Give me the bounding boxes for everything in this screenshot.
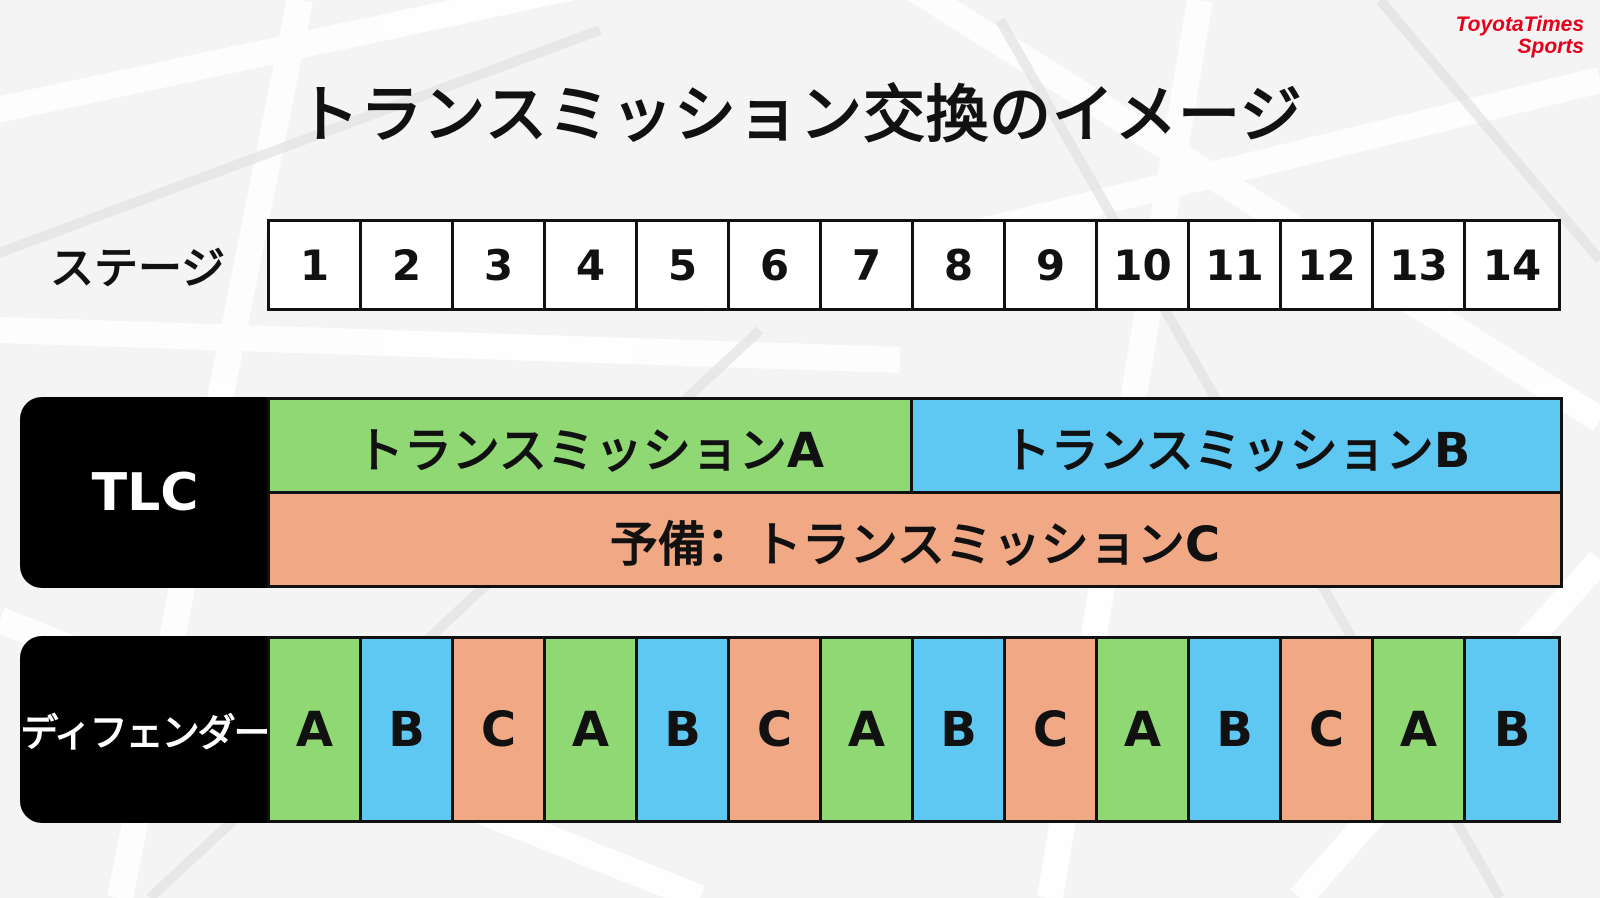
transmission-a-bar: トランスミッションA: [270, 400, 913, 491]
defender-stage-cell: C: [1006, 639, 1098, 820]
stage-label: ステージ: [50, 243, 226, 294]
stage-cell: 11: [1190, 222, 1282, 308]
defender-stage-cell: A: [1374, 639, 1466, 820]
defender-stage-cell: A: [546, 639, 638, 820]
defender-stage-cell: B: [1466, 639, 1558, 820]
defender-stage-cell: A: [1098, 639, 1190, 820]
defender-stage-cell: B: [1190, 639, 1282, 820]
defender-stage-cell: A: [270, 639, 362, 820]
tlc-active-transmissions: トランスミッションA トランスミッションB: [270, 400, 1560, 491]
defender-stage-cell: B: [362, 639, 454, 820]
defender-stage-cell: B: [914, 639, 1006, 820]
stage-cell: 14: [1482, 240, 1542, 290]
stage-cell: 12: [1282, 222, 1374, 308]
stage-cell: 8: [914, 222, 1006, 308]
stage-cell: 5: [638, 222, 730, 308]
defender-stage-cell: A: [822, 639, 914, 820]
stage-cell: 1: [270, 222, 362, 308]
stage-cell: 10: [1098, 222, 1190, 308]
logo-line2: Sports: [1517, 35, 1584, 58]
stage-cell: 6: [730, 222, 822, 308]
defender-stage-cell: C: [1282, 639, 1374, 820]
stage-cell: 13: [1374, 222, 1466, 308]
toyota-times-sports-logo: ToyotaTimes Sports: [1414, 14, 1584, 58]
defender-stage-row: A B C A B C A B C A B C A B: [267, 636, 1561, 823]
defender-stage-cell: C: [454, 639, 546, 820]
page-title: トランスミッション交換のイメージ: [297, 78, 1303, 151]
defender-stage-cell: C: [730, 639, 822, 820]
spare-transmission-c-bar: 予備：トランスミッションC: [270, 491, 1560, 585]
tlc-label-tab: TLC: [20, 397, 270, 588]
defender-label-tab: ディフェンダー: [20, 636, 272, 823]
defender-stage-cell: B: [638, 639, 730, 820]
stage-cell: 9: [1006, 222, 1098, 308]
stage-cell: 7: [822, 222, 914, 308]
logo-line1: ToyotaTimes: [1455, 13, 1584, 36]
stage-number-row: 1 2 3 4 5 6 7 8 9 10 11 12 13 14: [267, 219, 1561, 311]
stage-cell: 2: [362, 222, 454, 308]
stage-cell: 3: [454, 222, 546, 308]
transmission-b-bar: トランスミッションB: [913, 400, 1560, 491]
tlc-transmission-block: トランスミッションA トランスミッションB 予備：トランスミッションC: [267, 397, 1563, 588]
stage-cell: 4: [546, 222, 638, 308]
